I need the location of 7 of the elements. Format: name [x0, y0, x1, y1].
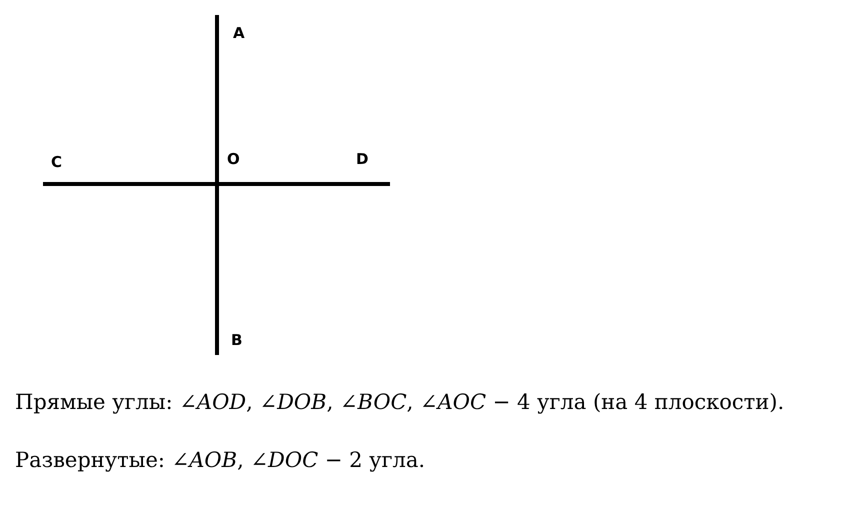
- point-label: B: [231, 331, 242, 349]
- point-label: D: [356, 150, 368, 168]
- point-label: O: [227, 150, 240, 168]
- note-text: Развернутые: ∠AOB, ∠DOC − 2 угла.: [15, 448, 426, 472]
- point-label: C: [51, 153, 62, 171]
- point-label: A: [233, 24, 245, 42]
- note-text: Прямые углы: ∠AOD, ∠DOB, ∠BOC, ∠AOC − 4 угла (на 4 плоскости).: [15, 390, 784, 414]
